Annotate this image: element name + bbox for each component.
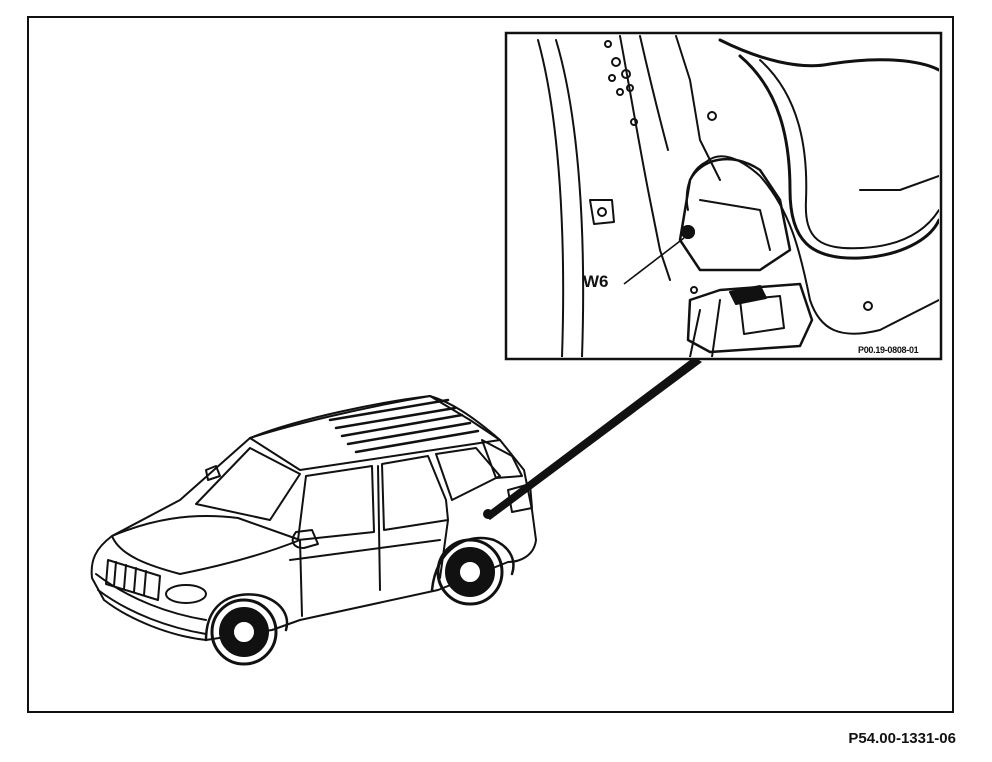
figure-id: P54.00-1331-06: [848, 730, 956, 747]
callout-label-w6: W6: [583, 272, 609, 291]
vehicle-illustration: [90, 395, 537, 666]
leader-line: [484, 357, 702, 520]
ground-point-bolt: [681, 225, 695, 239]
detail-inset: [504, 31, 943, 361]
diagram-frame: [27, 16, 954, 713]
callout-leader: [623, 237, 685, 285]
inset-figure-id: P00.19-0808-01: [858, 345, 919, 355]
